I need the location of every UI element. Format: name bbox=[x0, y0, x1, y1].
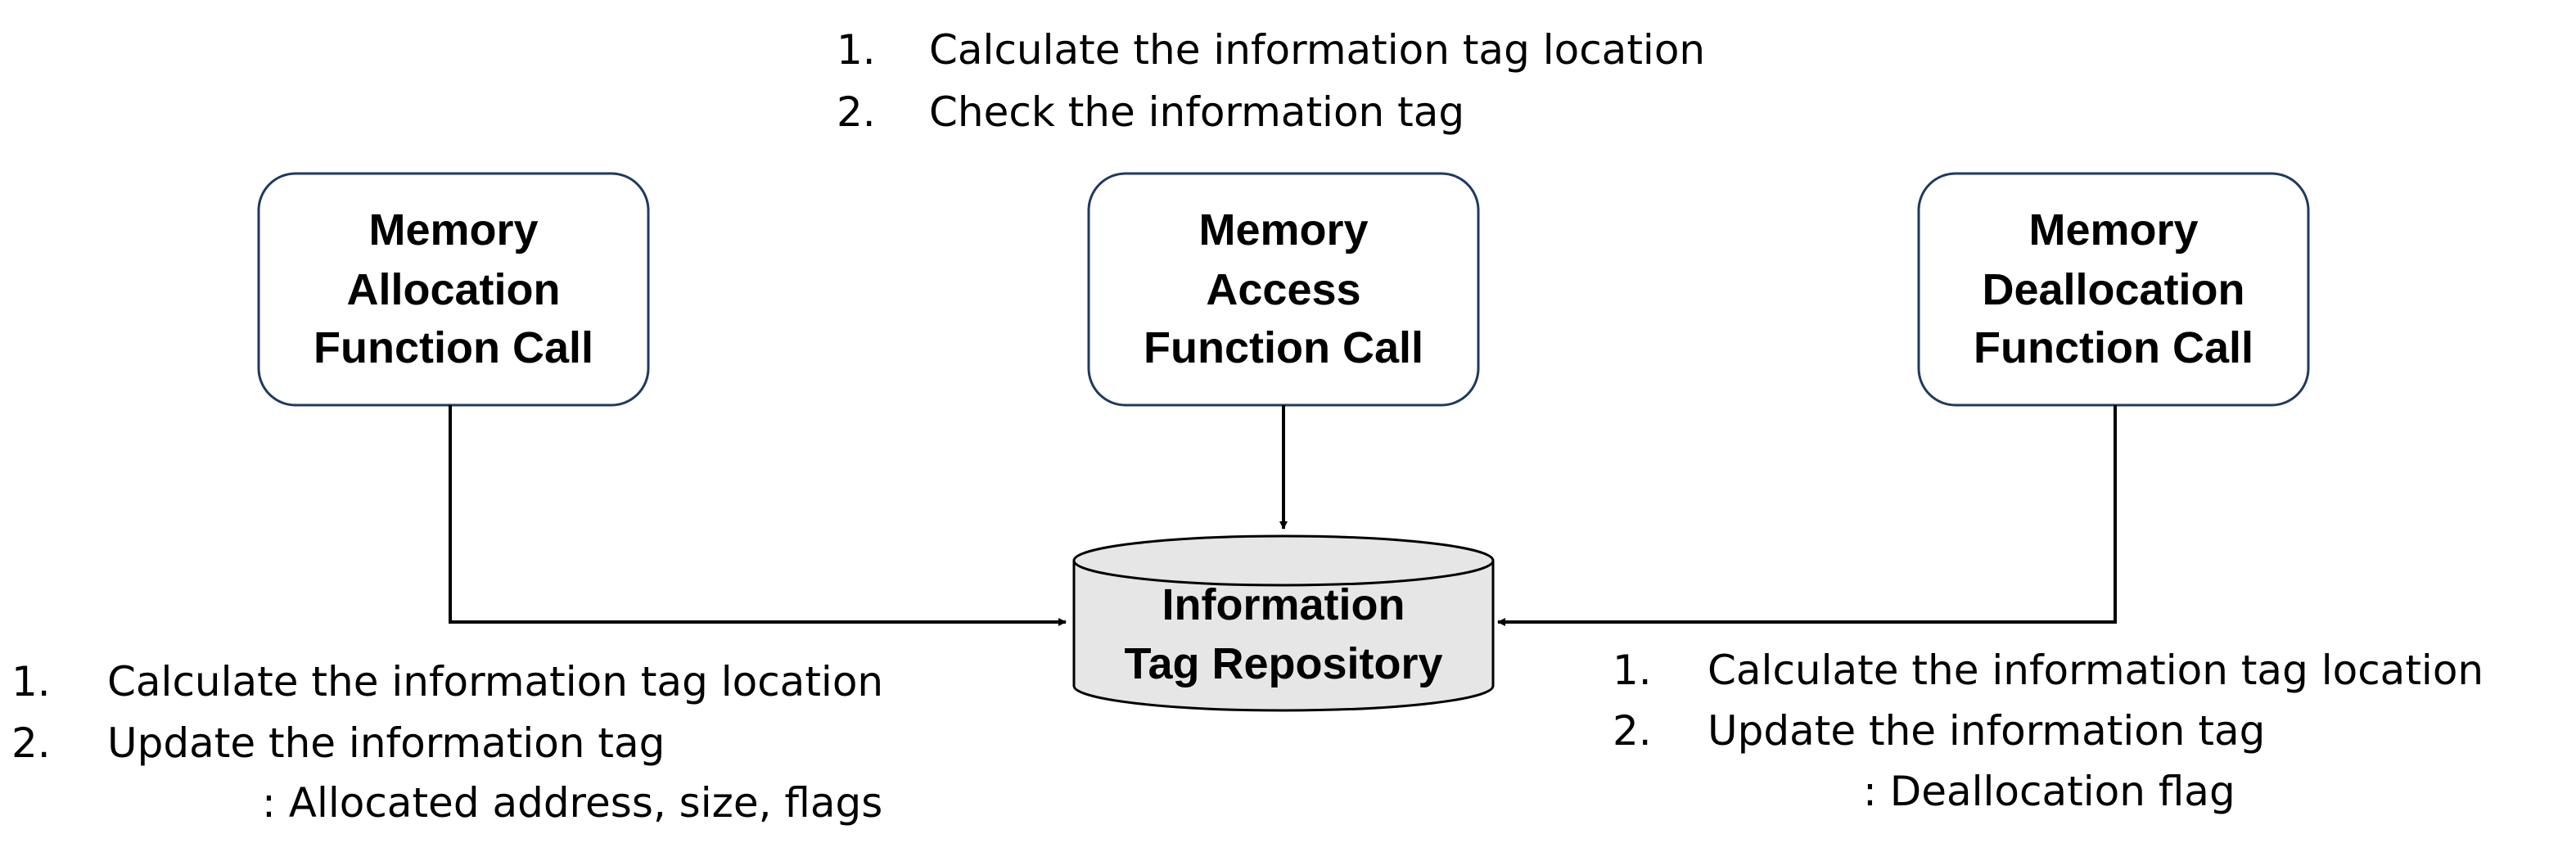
deallocation-note-num-2: 2. bbox=[1613, 707, 1652, 755]
allocation-box-line-3: Function Call bbox=[314, 323, 593, 372]
allocation-box-line-1: Memory bbox=[368, 205, 538, 255]
deallocation-note-item-2: Update the information tag bbox=[1708, 707, 2265, 755]
deallocation-box-line-3: Function Call bbox=[1974, 323, 2253, 372]
access-note-item-2: Check the information tag bbox=[929, 88, 1464, 136]
repository-cylinder-top bbox=[1072, 534, 1495, 587]
allocation-box-frame bbox=[257, 172, 650, 407]
allocation-note-item-2: Update the information tag bbox=[107, 719, 665, 767]
allocation-note: 1. Calculate the information tag locatio… bbox=[11, 658, 883, 827]
allocation-note-num-1: 1. bbox=[11, 658, 51, 705]
allocation-note-detail: : Allocated address, size, flags bbox=[262, 779, 882, 827]
deallocation-function-box: Memory Deallocation Function Call bbox=[1917, 172, 2310, 407]
deallocation-box-line-1: Memory bbox=[2028, 205, 2198, 255]
access-note-item-1: Calculate the information tag location bbox=[929, 26, 1705, 74]
deallocation-note-item-1: Calculate the information tag location bbox=[1708, 647, 2484, 694]
deallocation-note: 1. Calculate the information tag locatio… bbox=[1613, 647, 2484, 815]
allocation-note-num-2: 2. bbox=[11, 719, 51, 767]
access-box-line-1: Memory bbox=[1198, 205, 1368, 255]
deallocation-box-line-2: Deallocation bbox=[1982, 265, 2244, 314]
access-function-box: Memory Access Function Call bbox=[1087, 172, 1480, 407]
allocation-function-box: Memory Allocation Function Call bbox=[257, 172, 650, 407]
deallocation-note-detail: : Deallocation flag bbox=[1863, 768, 2235, 815]
access-note-num-2: 2. bbox=[837, 88, 876, 136]
access-box-line-2: Access bbox=[1206, 265, 1360, 314]
allocation-note-item-1: Calculate the information tag location bbox=[107, 658, 883, 705]
repository-cylinder-body bbox=[1072, 561, 1495, 712]
deallocation-to-repository-arrow bbox=[1497, 405, 2117, 626]
allocation-to-repository-arrow bbox=[449, 405, 1067, 626]
allocation-box-line-2: Allocation bbox=[346, 265, 560, 314]
access-box-line-3: Function Call bbox=[1144, 323, 1423, 372]
repository-line-1: Information bbox=[1162, 580, 1405, 629]
access-note-num-1: 1. bbox=[837, 26, 876, 74]
access-note: 1. Calculate the information tag locatio… bbox=[837, 26, 1705, 136]
deallocation-note-num-1: 1. bbox=[1613, 647, 1652, 694]
repository-line-2: Tag Repository bbox=[1124, 639, 1442, 688]
information-tag-repository: Information Tag Repository bbox=[1072, 534, 1495, 712]
